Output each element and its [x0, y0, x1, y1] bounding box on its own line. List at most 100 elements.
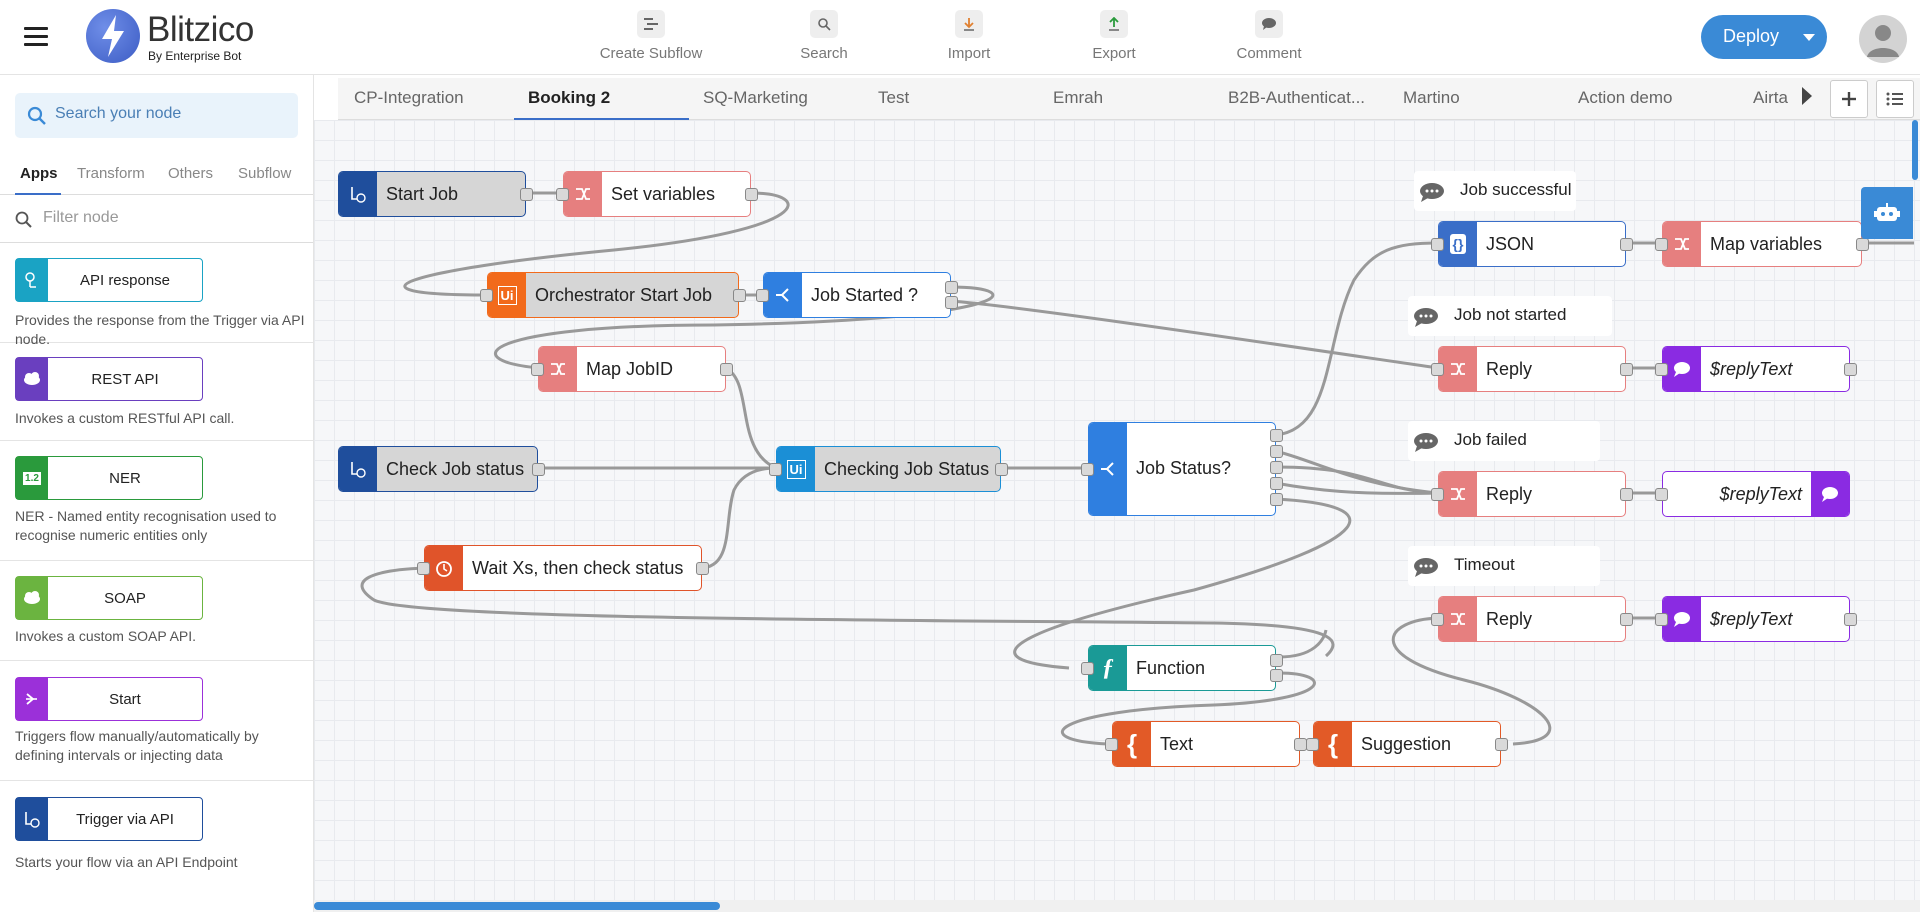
output-port[interactable] [995, 463, 1008, 476]
comment-timeout[interactable]: Timeout [1408, 546, 1600, 586]
input-port[interactable] [1081, 662, 1094, 675]
input-port[interactable] [1655, 363, 1668, 376]
menu-icon[interactable] [24, 27, 48, 47]
soap-node[interactable]: SOAP [15, 576, 203, 620]
output-port[interactable] [1270, 493, 1283, 506]
output-port[interactable] [1270, 461, 1283, 474]
output-port[interactable] [1844, 363, 1857, 376]
node-job-started[interactable]: Job Started ? [756, 272, 958, 318]
input-port[interactable] [1431, 613, 1444, 626]
tab-others[interactable]: Others [168, 165, 214, 182]
node-set-variables[interactable]: Set variables [556, 171, 758, 217]
search-button[interactable]: Search [754, 10, 894, 66]
tab-transform[interactable]: Transform [77, 165, 145, 182]
search-input[interactable] [55, 105, 285, 123]
horizontal-scrollbar-thumb[interactable] [314, 902, 720, 910]
create-subflow-button[interactable]: Create Subflow [581, 10, 721, 66]
input-port[interactable] [1431, 488, 1444, 501]
output-port[interactable] [1620, 363, 1633, 376]
input-port[interactable] [756, 289, 769, 302]
comment-button[interactable]: Comment [1199, 10, 1339, 66]
input-port[interactable] [1081, 463, 1094, 476]
output-port[interactable] [1844, 613, 1857, 626]
ner-node[interactable]: 1.2 NER [15, 456, 203, 500]
output-port[interactable] [1270, 429, 1283, 442]
start-node[interactable]: Start [15, 677, 203, 721]
input-port[interactable] [1431, 363, 1444, 376]
node-function[interactable]: ƒ Function [1081, 645, 1283, 691]
tab-subflow[interactable]: Subflow [238, 165, 292, 182]
tab-b2b-authentication[interactable]: B2B-Authenticat... [1228, 88, 1366, 107]
api-response-node[interactable]: API response [15, 258, 203, 302]
chevron-down-icon[interactable] [1803, 34, 1815, 41]
export-button[interactable]: Export [1044, 10, 1184, 66]
output-port[interactable] [745, 188, 758, 201]
scroll-tabs-right-icon[interactable] [1802, 87, 1812, 105]
output-port[interactable] [1270, 669, 1283, 682]
output-port[interactable] [1620, 488, 1633, 501]
output-port[interactable] [1270, 654, 1283, 667]
input-port[interactable] [1655, 613, 1668, 626]
tab-emrah[interactable]: Emrah [1053, 88, 1104, 107]
input-port[interactable] [1431, 238, 1444, 251]
node-reply-not-started[interactable]: Reply [1431, 346, 1633, 392]
node-check-job-status[interactable]: Check Job status [338, 446, 545, 492]
vertical-scrollbar-thumb[interactable] [1912, 120, 1918, 180]
node-suggestion[interactable]: { Suggestion [1306, 721, 1508, 767]
comment-job-not-started[interactable]: Job not started [1408, 296, 1612, 336]
output-port[interactable] [696, 562, 709, 575]
node-checking-job-status[interactable]: Ui Checking Job Status [769, 446, 1008, 492]
node-replytext-1[interactable]: $replyText [1655, 346, 1857, 392]
node-map-variables[interactable]: Map variables [1655, 221, 1869, 267]
chatbot-icon[interactable] [1861, 187, 1913, 239]
node-start-job[interactable]: Start Job [338, 171, 533, 217]
output-port[interactable] [1270, 445, 1283, 458]
input-port[interactable] [1105, 738, 1118, 751]
input-port[interactable] [1655, 238, 1668, 251]
tab-booking-2[interactable]: Booking 2 [528, 88, 611, 107]
comment-job-failed[interactable]: Job failed [1408, 421, 1600, 461]
avatar[interactable] [1859, 15, 1907, 63]
deploy-button[interactable]: Deploy [1701, 15, 1827, 59]
input-port[interactable] [480, 289, 493, 302]
input-port[interactable] [556, 188, 569, 201]
flow-list-button[interactable] [1876, 80, 1914, 118]
tab-action-demo[interactable]: Action demo [1578, 88, 1673, 107]
tab-martino[interactable]: Martino [1403, 88, 1460, 107]
input-port[interactable] [531, 363, 544, 376]
node-reply-timeout[interactable]: Reply [1431, 596, 1633, 642]
output-port[interactable] [720, 363, 733, 376]
rest-api-node[interactable]: REST API [15, 357, 203, 401]
node-replytext-3[interactable]: $replyText [1655, 596, 1857, 642]
filter-input[interactable] [43, 209, 283, 227]
output-port[interactable] [733, 289, 746, 302]
node-reply-failed[interactable]: Reply [1431, 471, 1633, 517]
import-button[interactable]: Import [899, 10, 1039, 66]
trigger-via-api-node[interactable]: Trigger via API [15, 797, 203, 841]
output-port[interactable] [1620, 238, 1633, 251]
output-port[interactable] [1620, 613, 1633, 626]
output-port[interactable] [1856, 238, 1869, 251]
node-orchestrator-start-job[interactable]: Ui Orchestrator Start Job [480, 272, 746, 318]
tab-sq-marketing[interactable]: SQ-Marketing [703, 88, 808, 107]
output-port[interactable] [1495, 738, 1508, 751]
tab-test[interactable]: Test [878, 88, 910, 107]
comment-job-successful[interactable]: Job successful [1414, 171, 1576, 211]
node-job-status[interactable]: Job Status? [1081, 422, 1283, 516]
node-wait[interactable]: Wait Xs, then check status [417, 545, 709, 591]
input-port[interactable] [769, 463, 782, 476]
output-port[interactable] [520, 188, 533, 201]
add-flow-button[interactable] [1830, 80, 1868, 118]
node-json[interactable]: {} JSON [1431, 221, 1633, 267]
output-port[interactable] [945, 296, 958, 309]
input-port[interactable] [1306, 738, 1319, 751]
node-text[interactable]: { Text [1105, 721, 1307, 767]
output-port[interactable] [532, 463, 545, 476]
output-port[interactable] [945, 281, 958, 294]
node-map-jobid[interactable]: Map JobID [531, 346, 733, 392]
input-port[interactable] [417, 562, 430, 575]
node-replytext-2[interactable]: $replyText [1655, 471, 1850, 517]
tab-airtable[interactable]: Airtab [1753, 88, 1789, 107]
output-port[interactable] [1270, 477, 1283, 490]
tab-cp-integration[interactable]: CP-Integration [354, 88, 464, 107]
